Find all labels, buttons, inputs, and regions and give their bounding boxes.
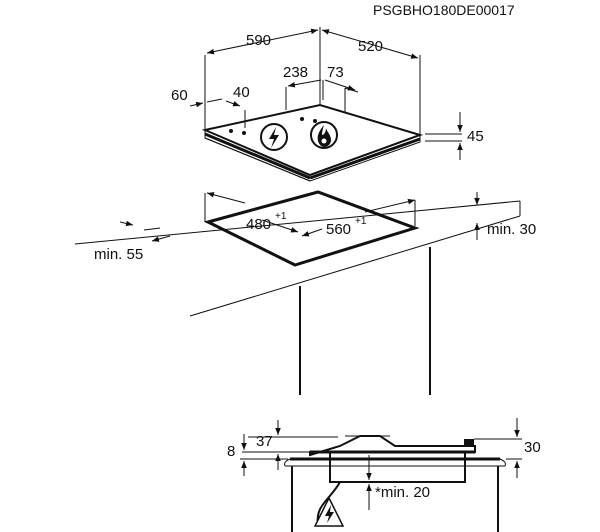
knob-dot — [313, 119, 317, 123]
dimension-width: 590 — [204, 27, 321, 130]
dimension-238: 238 — [283, 64, 308, 81]
knob-dot — [242, 131, 246, 135]
dimension-min-below: *min. 20 — [366, 455, 430, 510]
hob — [201, 103, 424, 182]
knob-dot — [229, 129, 233, 133]
dimension-30: 30 — [524, 439, 541, 456]
dimension-offsets: 60 40 — [171, 84, 250, 128]
tolerance-560: +1 — [355, 216, 367, 227]
dimension-min-front: min. 55 — [94, 220, 171, 263]
dimension-73: 73 — [327, 64, 344, 81]
dimension-60: 60 — [171, 87, 188, 104]
dimension-480: 480 — [246, 216, 271, 233]
lightning-icon — [260, 123, 288, 151]
dimension-depth: 520 — [321, 29, 421, 135]
dimension-min-30: min. 30 — [487, 221, 536, 238]
cutout: 480 +1 560 +1 — [203, 190, 420, 267]
drawing-code: PSGBHO180DE00017 — [373, 2, 515, 18]
tolerance-480: +1 — [275, 211, 287, 222]
worktop — [74, 200, 521, 395]
dimension-min-55: min. 55 — [94, 246, 143, 263]
dimension-560: 560 — [326, 221, 351, 238]
dimension-section-right: 30 — [474, 418, 541, 478]
dimension-controls: 238 73 — [283, 64, 359, 112]
section-view — [284, 435, 506, 532]
dimension-590: 590 — [246, 32, 271, 49]
knob-dot — [300, 117, 304, 121]
dimension-37: 37 — [256, 433, 273, 450]
flame-icon — [310, 121, 338, 149]
dimension-45: 45 — [467, 128, 484, 145]
dimension-min-rear: min. 30 — [474, 192, 536, 240]
dimension-40: 40 — [233, 84, 250, 101]
dimension-8: 8 — [227, 443, 235, 460]
dimension-height: 45 — [425, 112, 484, 160]
dimension-section-left: 37 8 — [227, 420, 338, 476]
warning-lightning-icon — [313, 496, 345, 527]
dimension-520: 520 — [358, 38, 383, 55]
dimension-min-20: *min. 20 — [375, 484, 430, 501]
